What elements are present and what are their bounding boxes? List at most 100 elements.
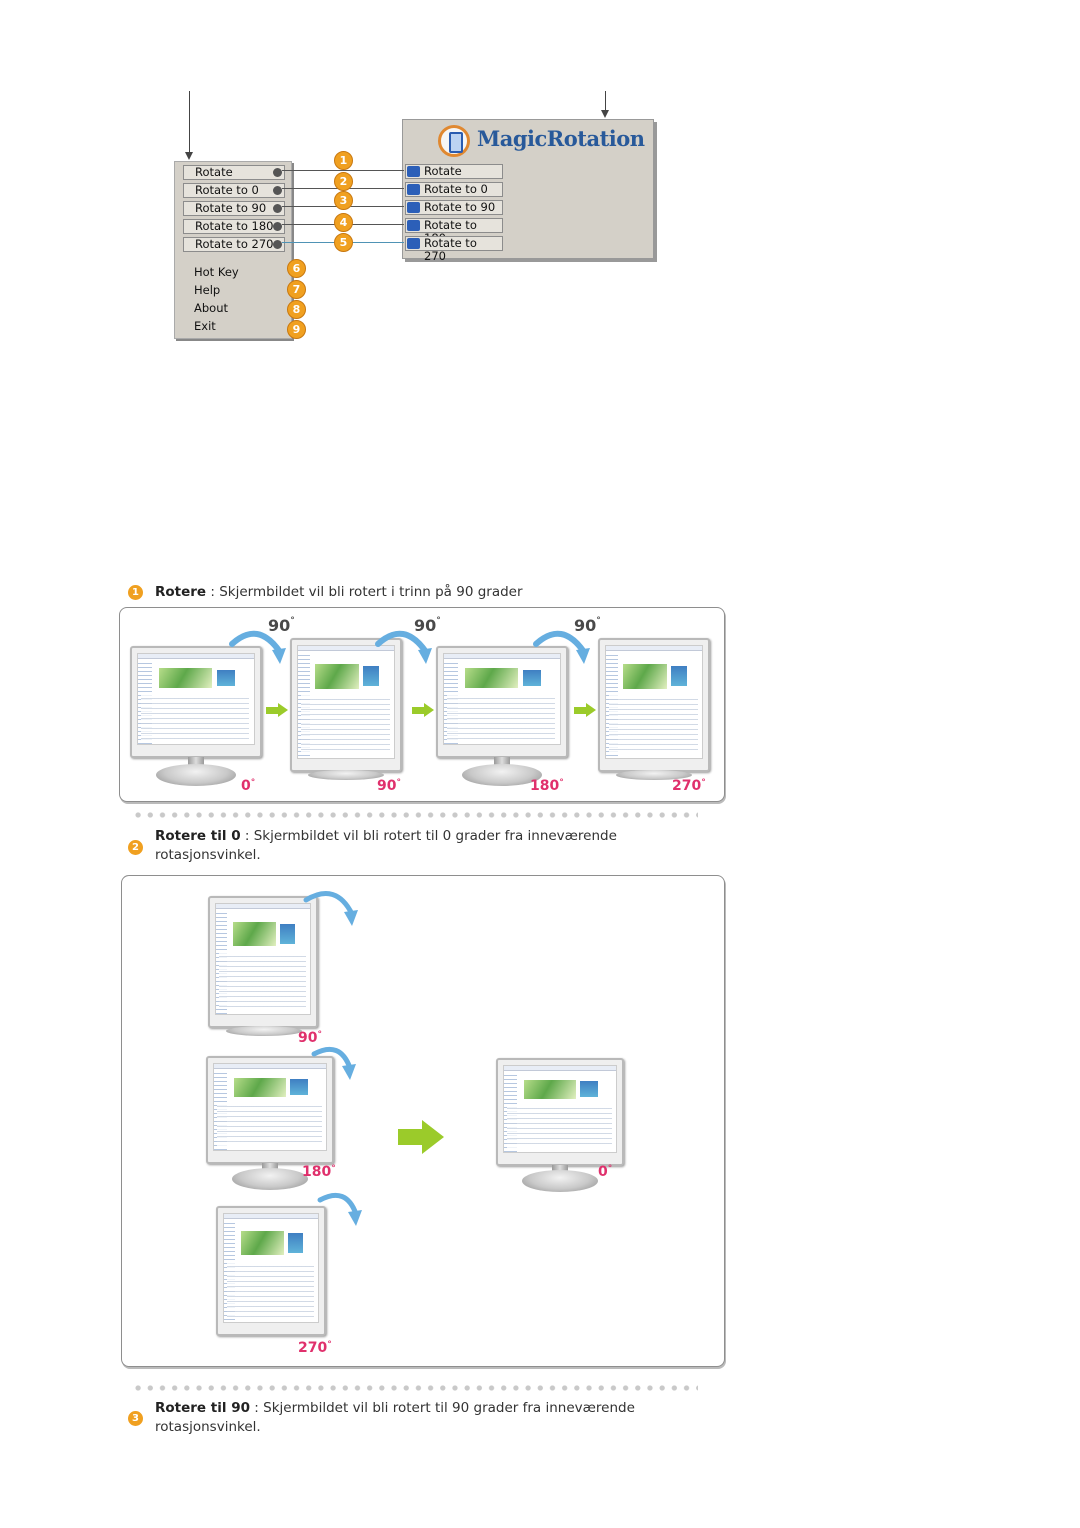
section-heading-rotate-90: Rotere til 90 : Skjermbildet vil bli rot… [155, 1399, 675, 1437]
state-label-0: 0° [241, 778, 256, 794]
tray-context-menu: Rotate Rotate to 0 Rotate to 90 Rotate t… [174, 161, 292, 339]
mr-item-rotate-90[interactable]: Rotate to 90 [405, 200, 503, 215]
section-badge-2: 2 [128, 840, 143, 855]
magicrotation-logo-icon [438, 125, 470, 157]
monitor-stand [616, 770, 692, 780]
monitor-screen [605, 645, 703, 759]
pointer-arrow-left-icon [185, 152, 193, 160]
monitor-screen [223, 1213, 319, 1323]
monitor-bezel [216, 1206, 326, 1336]
section-badge-3: 3 [128, 1411, 143, 1426]
tray-menu-item-exit[interactable]: Exit [194, 319, 216, 333]
tray-menu-item-rotate-270[interactable]: Rotate to 270 [183, 237, 285, 252]
section-description: : Skjermbildet vil bli rotert i trinn på… [206, 584, 523, 600]
state-label-90: 90° [377, 778, 401, 794]
green-arrow-icon [266, 703, 288, 717]
magicrotation-title: MagicRotation [477, 126, 645, 151]
tray-menu-item-rotate-0[interactable]: Rotate to 0 [183, 183, 285, 198]
mr-item-label: Rotate to 90 [424, 200, 496, 214]
mr-item-label: Rotate to 270 [424, 236, 477, 263]
rotate-90-icon [407, 202, 420, 213]
connector-dot-icon [273, 204, 282, 213]
connector-dot-icon [273, 222, 282, 231]
monitor-bezel [290, 638, 402, 772]
monitor-screen [297, 645, 395, 759]
big-green-arrow-icon [398, 1120, 444, 1154]
section-description: : Skjermbildet vil bli rotert til 90 gra… [250, 1400, 635, 1416]
tray-menu-label: Rotate to 0 [195, 183, 259, 197]
tray-menu-item-rotate-90[interactable]: Rotate to 90 [183, 201, 285, 216]
rotation-curve-arrow-icon [229, 630, 286, 664]
step-label-3: 90° [574, 616, 601, 635]
pointer-line-left [189, 91, 190, 153]
rotate-icon [407, 166, 420, 177]
connector-dot-icon [273, 240, 282, 249]
section-term: Rotere til 0 [155, 828, 241, 844]
section-heading-rotate: Rotere : Skjermbildet vil bli rotert i t… [155, 583, 523, 602]
pointer-arrow-right-icon [601, 110, 609, 118]
callout-badge-3: 3 [334, 191, 353, 210]
rotation-curve-arrow-icon [317, 1192, 362, 1226]
monitor-stand [308, 770, 384, 780]
section-heading-rotate-0: Rotere til 0 : Skjermbildet vil bli rote… [155, 827, 675, 865]
tray-menu-item-about[interactable]: About [194, 301, 229, 315]
monitor-screen [213, 1063, 327, 1151]
mr-item-rotate-0[interactable]: Rotate to 0 [405, 182, 503, 197]
monitor-stand [522, 1170, 598, 1192]
connector-dot-icon [273, 186, 282, 195]
callout-badge-8: 8 [287, 300, 306, 319]
source-label-180: 180° [302, 1164, 336, 1180]
tray-menu-label: Rotate to 90 [195, 201, 267, 215]
section-term: Rotere [155, 584, 207, 600]
tray-menu-item-help[interactable]: Help [194, 283, 221, 297]
connector-line [282, 170, 404, 171]
tray-menu-item-rotate[interactable]: Rotate [183, 165, 285, 180]
rotate-steps-panel: 90° 90° 90° 0° 90° 180° 270° [119, 607, 725, 802]
monitor-bezel [598, 638, 710, 772]
rotation-curve-arrow-icon [303, 891, 358, 926]
section-description: : Skjermbildet vil bli rotert til 0 grad… [240, 828, 617, 844]
rotation-curve-arrow-icon [311, 1046, 356, 1080]
section-description-cont: rotasjonsvinkel. [155, 847, 261, 863]
rotate-to-0-panel: 90° 180° 270° 0° [121, 875, 725, 1367]
monitor-stand [232, 1168, 308, 1190]
tray-menu-label: Rotate [195, 165, 233, 179]
monitor-bezel [130, 646, 262, 758]
step-label-1: 90° [268, 616, 295, 635]
tray-menu-label: Rotate to 270 [195, 237, 274, 251]
monitor-stand [156, 764, 236, 786]
tray-menu-item-hotkey[interactable]: Hot Key [194, 265, 239, 279]
mr-item-rotate-270[interactable]: Rotate to 270 [405, 236, 503, 263]
callout-badge-2: 2 [334, 172, 353, 191]
step-label-2: 90° [414, 616, 441, 635]
mr-item-label: Rotate to 0 [424, 182, 488, 196]
magicrotation-panel: MagicRotation Rotate Rotate to 0 Rotate … [402, 119, 654, 263]
tray-menu-item-rotate-180[interactable]: Rotate to 180 [183, 219, 285, 234]
rotate-0-icon [407, 184, 420, 195]
section-badge-1: 1 [128, 585, 143, 600]
state-label-180: 180° [530, 778, 564, 794]
dotted-divider [132, 1385, 698, 1391]
rotate-270-icon [407, 238, 420, 249]
monitor-bezel [496, 1058, 624, 1166]
mr-item-rotate[interactable]: Rotate [405, 164, 503, 179]
callout-badge-4: 4 [334, 213, 353, 232]
monitor-bezel [208, 896, 318, 1028]
target-label-0: 0° [598, 1164, 613, 1180]
monitor-screen [215, 903, 311, 1015]
green-arrow-icon [574, 703, 596, 717]
section-description-cont: rotasjonsvinkel. [155, 1419, 261, 1435]
monitor-stand [462, 764, 542, 786]
mr-item-label: Rotate [424, 164, 462, 178]
section-term: Rotere til 90 [155, 1400, 250, 1416]
monitor-screen [443, 653, 561, 745]
monitor-screen [137, 653, 255, 745]
monitor-bezel [436, 646, 568, 758]
rotate-180-icon [407, 220, 420, 231]
rotation-curve-arrow-icon [533, 630, 590, 664]
source-label-90: 90° [298, 1030, 322, 1046]
monitor-screen [503, 1065, 617, 1153]
monitor-stand [226, 1026, 302, 1036]
green-arrow-icon [412, 703, 434, 717]
mr-item-rotate-180[interactable]: Rotate to 180 [405, 218, 503, 245]
